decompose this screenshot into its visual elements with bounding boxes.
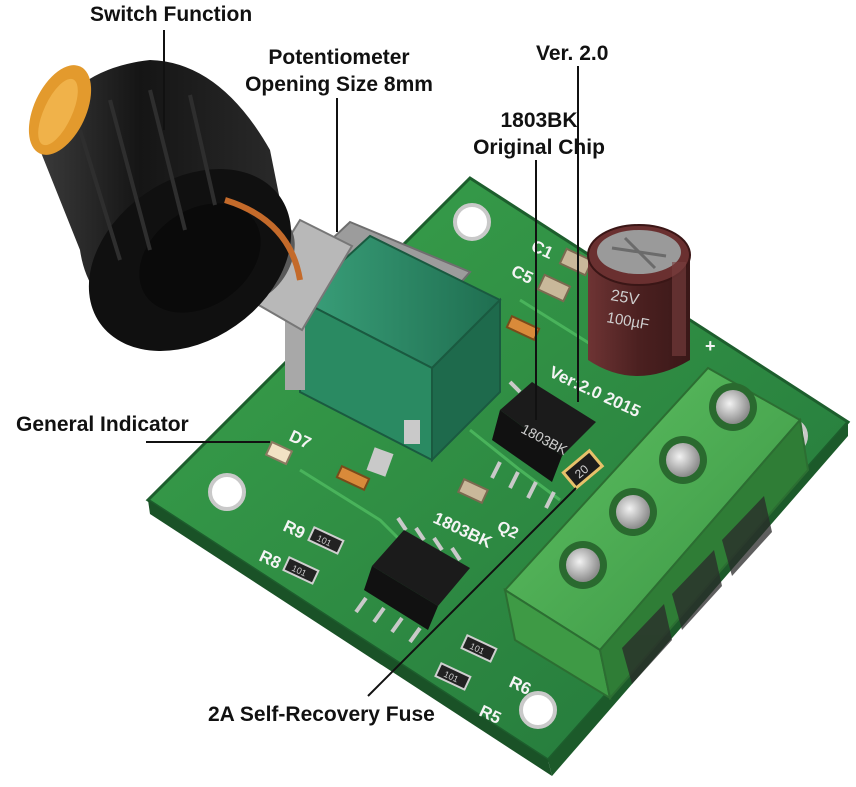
callout-chip-line1: 1803BK <box>500 109 578 132</box>
callout-potentiometer-line1: Potentiometer <box>268 46 410 69</box>
capacitor-small <box>456 477 490 505</box>
terminal-block <box>503 366 810 701</box>
led-d7 <box>264 440 294 466</box>
callout-switch-function: Switch Function <box>90 3 253 26</box>
callout-potentiometer-line2: Opening Size 8mm <box>245 73 433 96</box>
resistor-r5: 101 <box>434 661 472 691</box>
capacitor-c5 <box>536 273 572 303</box>
callout-chip-line2: Original Chip <box>473 136 605 159</box>
callout-general-indicator: General Indicator <box>16 413 189 436</box>
terminal-screws <box>559 383 757 589</box>
secondary-chip <box>354 516 470 644</box>
resistor-r6: 101 <box>460 633 498 663</box>
capacitor-voltage: 25V <box>609 287 640 309</box>
main-chip-1803bk: 1803BK <box>490 380 596 509</box>
resistor-r9: 101 <box>307 525 345 555</box>
callout-lines <box>146 30 579 697</box>
diode-2 <box>335 464 371 492</box>
callout-version: Ver. 2.0 <box>536 42 609 65</box>
resistor-r8: 101 <box>282 555 320 585</box>
leader-fuse <box>367 487 577 697</box>
silk-plus: + <box>705 336 716 356</box>
callout-fuse: 2A Self-Recovery Fuse <box>208 703 435 726</box>
knob <box>28 60 303 351</box>
self-recovery-fuse: 20 <box>561 448 605 491</box>
smd-components: 101 101 101 101 <box>264 247 594 691</box>
electrolytic-capacitor: 25V 100µF <box>587 224 691 376</box>
